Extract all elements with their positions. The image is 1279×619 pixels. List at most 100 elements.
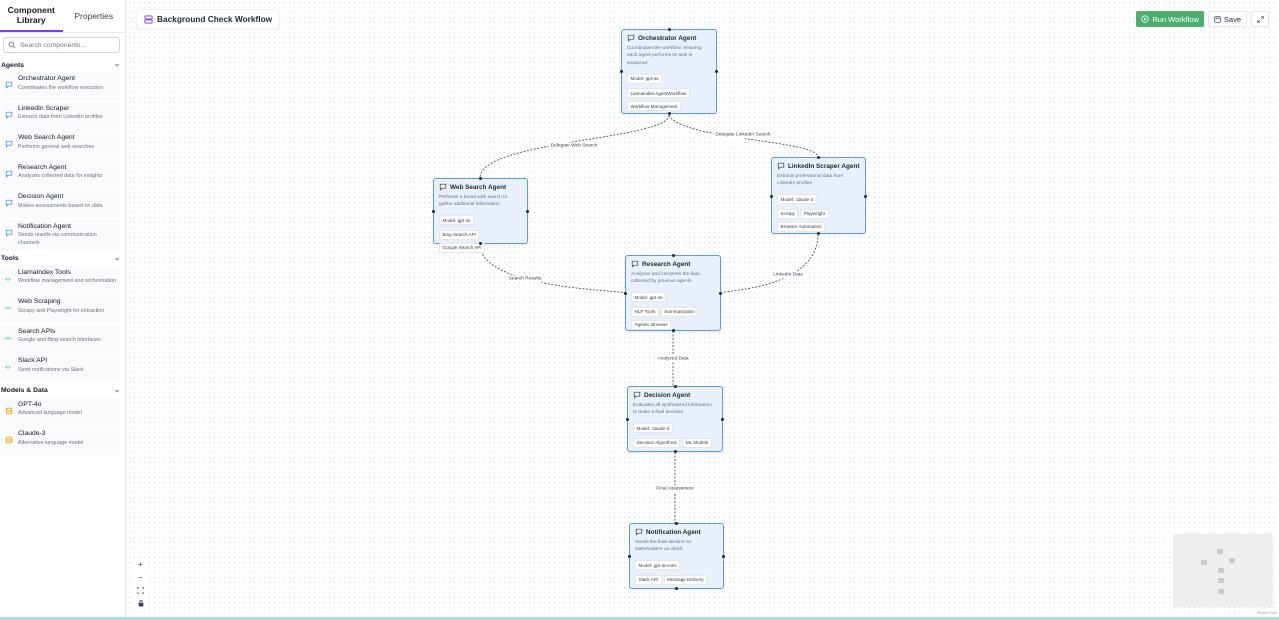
save-button[interactable]: Save [1207, 11, 1247, 27]
node-handle[interactable] [479, 177, 482, 180]
node-handle[interactable] [674, 450, 677, 453]
node-linkedin-scraper[interactable]: LinkedIn Scraper Agent Extracts professi… [771, 157, 866, 234]
node-handle[interactable] [674, 385, 677, 388]
node-handle[interactable] [620, 70, 623, 73]
node-handle[interactable] [626, 418, 629, 421]
search-icon [8, 41, 16, 49]
message-icon [777, 162, 785, 170]
section-tools-header[interactable]: Tools [0, 252, 125, 266]
node-handle[interactable] [432, 210, 435, 213]
zoom-out-button[interactable]: − [134, 571, 147, 584]
run-workflow-button[interactable]: Run Workflow [1136, 11, 1204, 27]
node-handle[interactable] [624, 292, 627, 295]
item-title: Notification Agent [18, 222, 71, 230]
node-handle[interactable] [672, 329, 675, 332]
minimap-node [1218, 578, 1224, 583]
zoom-in-button[interactable]: + [134, 558, 147, 571]
node-handle[interactable] [668, 112, 671, 115]
save-label: Save [1223, 14, 1241, 24]
tab-component-library[interactable]: Component Library [0, 0, 63, 32]
node-web-search[interactable]: Web Search Agent Performs a broad web se… [433, 178, 528, 253]
node-handle[interactable] [672, 254, 675, 257]
node-handle[interactable] [675, 587, 678, 590]
minimap-node [1218, 568, 1224, 573]
minimap[interactable] [1173, 534, 1273, 607]
lock-button[interactable] [134, 597, 147, 610]
node-handle[interactable] [668, 28, 671, 31]
section-title: Models & Data [1, 387, 48, 394]
node-handle[interactable] [479, 242, 482, 245]
item-title: Search APIs [18, 327, 56, 335]
item-description: Coordinates the workflow execution [18, 84, 104, 91]
run-workflow-label: Run Workflow [1152, 14, 1199, 24]
node-handle[interactable] [864, 195, 867, 198]
node-handle[interactable] [675, 522, 678, 525]
item-title: Research Agent [18, 163, 67, 171]
node-handle[interactable] [719, 292, 722, 295]
chevron-down-icon [114, 389, 120, 392]
message-icon [5, 81, 13, 89]
item-title: Claude-3 [18, 430, 46, 437]
node-decision[interactable]: Decision Agent Evaluates all synthesized… [627, 386, 723, 452]
item-description: Workflow management and orchestration [18, 278, 117, 284]
edge-label-final-assessment: Final Assessment [654, 485, 696, 493]
search-input[interactable] [20, 41, 115, 49]
message-icon [631, 260, 639, 268]
node-handle[interactable] [715, 70, 718, 73]
attribution[interactable]: React Flow [1256, 610, 1277, 615]
section-title: Tools [1, 255, 19, 262]
edge-label-delegate-linkedin: Delegate LinkedIn Search [713, 131, 773, 139]
tool-badge: Google Search API [439, 242, 486, 253]
tool-badge: Bing Search API [439, 229, 480, 240]
model-badge: Model: gpt-4o [439, 215, 475, 226]
node-notification[interactable]: Notification Agent Sends the final decis… [629, 523, 724, 589]
workflow-title-card[interactable]: Background Check Workflow [136, 9, 281, 29]
tab-properties[interactable]: Properties [74, 11, 114, 21]
section-agents-header[interactable]: Agents [0, 58, 125, 72]
node-handle[interactable] [817, 156, 820, 159]
fit-view-button[interactable] [134, 584, 147, 597]
top-actions: Run Workflow Save [1136, 11, 1269, 27]
chevron-down-icon [114, 257, 120, 260]
section-title: Agents [1, 61, 25, 69]
section-models-header[interactable]: Models & Data [0, 384, 125, 398]
tool-badge: Decision Algorithms [633, 437, 681, 448]
fullscreen-button[interactable] [1251, 11, 1269, 27]
node-orchestrator[interactable]: Orchestrator Agent Coordinates the workf… [621, 29, 717, 114]
model-badge: Model: claude-3 [777, 194, 817, 205]
node-title: Orchestrator Agent [638, 34, 697, 42]
tool-badge: Browser Automation [777, 221, 826, 232]
tool-badge: NLP Tools [631, 306, 659, 317]
node-handle[interactable] [770, 195, 773, 198]
sidebar-tabs: Component Library Properties [0, 0, 125, 33]
node-handle[interactable] [628, 555, 631, 558]
code-icon: <> [5, 306, 12, 312]
item-description: Makes assessments based on data [18, 202, 103, 209]
node-handle[interactable] [721, 418, 724, 421]
node-description: Evaluates all synthesized information to… [633, 403, 712, 416]
canvas-controls: + − [134, 558, 147, 610]
item-description: Extracts data from LinkedIn profiles [18, 114, 103, 120]
item-title: Orchestrator Agent [18, 75, 76, 82]
node-handle[interactable] [817, 232, 820, 235]
tool-badge: Playwright [800, 208, 829, 219]
node-research[interactable]: Research Agent Analyzes and interprets t… [625, 255, 721, 331]
item-description: Analyzes collected data for insights [18, 173, 103, 179]
code-icon: <> [5, 365, 12, 371]
node-handle[interactable] [722, 555, 725, 558]
node-handle[interactable] [526, 210, 529, 213]
